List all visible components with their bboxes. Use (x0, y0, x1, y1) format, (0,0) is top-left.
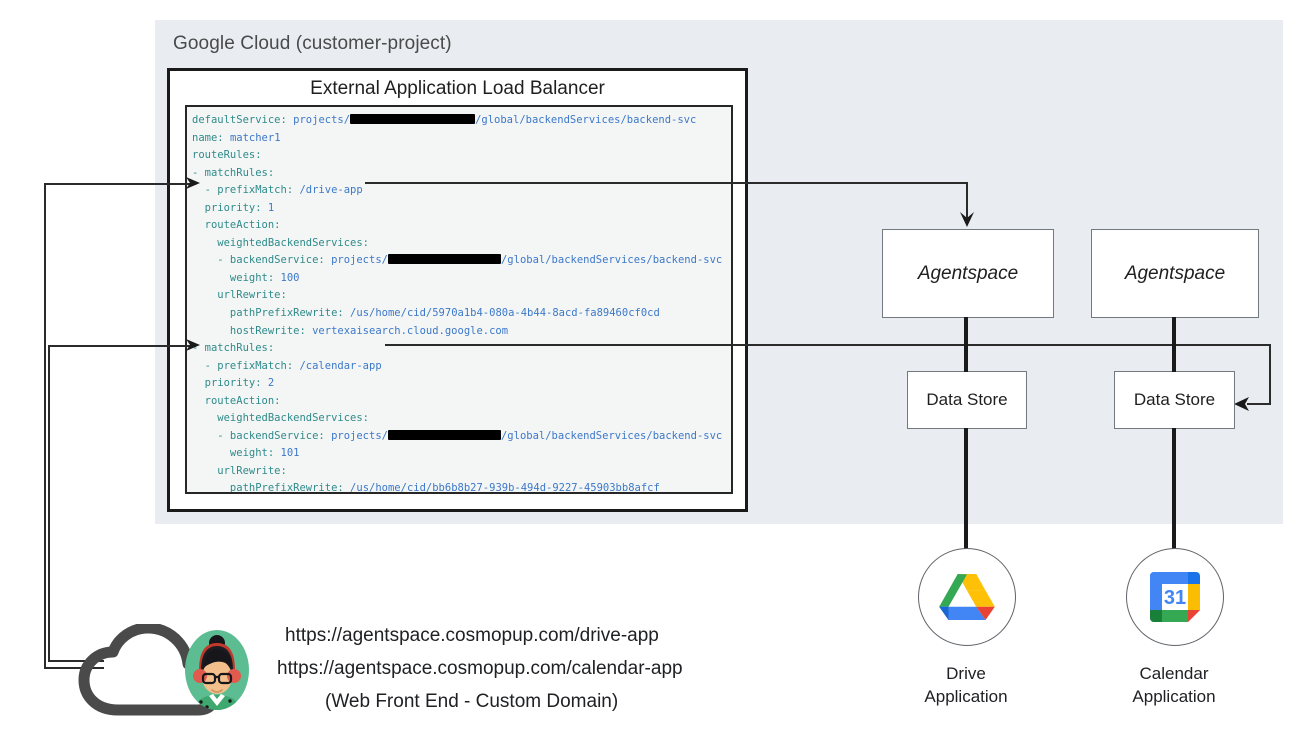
yaml-line: - matchRules: (192, 342, 275, 355)
datastore-drive-box[interactable]: Data Store (907, 371, 1027, 429)
user-avatar-icon (185, 630, 249, 710)
yaml-line: priority: 2 (192, 377, 275, 390)
agentspace-calendar-box[interactable]: Agentspace (1091, 229, 1259, 318)
yaml-line: defaultService: projects//global/backend… (192, 114, 697, 126)
load-balancer-yaml-config: defaultService: projects//global/backend… (185, 105, 733, 494)
drive-application-circle[interactable] (918, 548, 1016, 646)
connector-drive-to-agentspace-vertical (966, 182, 968, 222)
drive-application-caption: Drive Application (866, 662, 1066, 708)
redacted-project-id (387, 254, 501, 265)
yaml-line: - prefixMatch: /drive-app (192, 184, 363, 197)
redacted-project-id (387, 429, 501, 440)
calendar-application-caption-line1: Calendar (1139, 664, 1209, 683)
yaml-line: urlRewrite: (192, 464, 287, 477)
connector-drive-bottom-to-cloud (44, 667, 104, 669)
datastore-calendar-box[interactable]: Data Store (1114, 371, 1235, 429)
yaml-line: name: matcher1 (192, 131, 281, 144)
datastore-calendar-label: Data Store (1133, 390, 1216, 409)
redacted-project-id (350, 114, 476, 124)
yaml-line: weight: 100 (192, 271, 300, 284)
link-agentspace-calendar-to-datastore (1172, 317, 1176, 372)
drive-application-caption-line2: Application (924, 687, 1008, 706)
arrow-into-datastore-calendar (1234, 397, 1249, 411)
yaml-line: - backendService: projects//global/backe… (192, 429, 723, 442)
connector-calendar-to-datastore-horizontal-1 (385, 344, 1271, 346)
yaml-line: hostRewrite: vertexaisearch.cloud.google… (192, 324, 509, 337)
arrow-into-agentspace-drive (960, 212, 974, 227)
connector-calendar-to-datastore-horizontal-2 (1247, 403, 1271, 405)
yaml-line: - matchRules: (192, 166, 275, 179)
google-calendar-icon: 31 (1150, 572, 1200, 622)
yaml-line: weightedBackendServices: (192, 412, 370, 425)
connector-calendar-horizontal-top (48, 345, 196, 347)
datastore-drive-label: Data Store (926, 390, 1008, 409)
link-datastore-drive-to-drive-app (964, 428, 968, 549)
yaml-line: priority: 1 (192, 201, 275, 214)
yaml-line: routeRules: (192, 149, 262, 162)
yaml-line: - prefixMatch: /calendar-app (192, 359, 382, 372)
drive-application-caption-line1: Drive (946, 664, 986, 683)
yaml-line: pathPrefixRewrite: /us/home/cid/bb6b8b27… (192, 482, 660, 494)
load-balancer-title: External Application Load Balancer (310, 78, 605, 99)
connector-drive-to-agentspace-horizontal (365, 182, 968, 184)
agentspace-calendar-label: Agentspace (1124, 262, 1226, 284)
google-cloud-panel-title: Google Cloud (customer-project) (173, 33, 452, 54)
calendar-day-number: 31 (1164, 587, 1186, 609)
yaml-line: routeAction: (192, 394, 281, 407)
connector-drive-vertical-left (44, 183, 46, 669)
agentspace-drive-box[interactable]: Agentspace (882, 229, 1054, 318)
link-datastore-calendar-to-calendar-app (1172, 428, 1176, 549)
calendar-application-caption: Calendar Application (1074, 662, 1274, 708)
frontend-url-drive: https://agentspace.cosmopup.com/drive-ap… (285, 625, 659, 646)
calendar-application-caption-line2: Application (1132, 687, 1216, 706)
google-drive-icon (939, 574, 995, 620)
arrow-into-drive-prefixmatch (186, 177, 200, 189)
yaml-line: urlRewrite: (192, 289, 287, 302)
frontend-note: (Web Front End - Custom Domain) (325, 691, 619, 712)
yaml-line: weight: 101 (192, 447, 300, 460)
yaml-line: - backendService: projects//global/backe… (192, 254, 723, 267)
frontend-url-calendar: https://agentspace.cosmopup.com/calendar… (277, 658, 683, 679)
agentspace-drive-label: Agentspace (917, 262, 1019, 284)
arrow-into-calendar-prefixmatch (186, 339, 200, 351)
yaml-line: weightedBackendServices: (192, 236, 370, 249)
yaml-line: pathPrefixRewrite: /us/home/cid/5970a1b4… (192, 307, 660, 320)
connector-calendar-bottom-to-cloud (48, 660, 104, 662)
connector-drive-horizontal-top (44, 183, 196, 185)
link-agentspace-drive-to-datastore (964, 317, 968, 372)
connector-calendar-to-datastore-vertical (1269, 344, 1271, 404)
connector-calendar-vertical-left (48, 345, 50, 661)
calendar-application-circle[interactable]: 31 (1126, 548, 1224, 646)
yaml-line: routeAction: (192, 219, 281, 232)
